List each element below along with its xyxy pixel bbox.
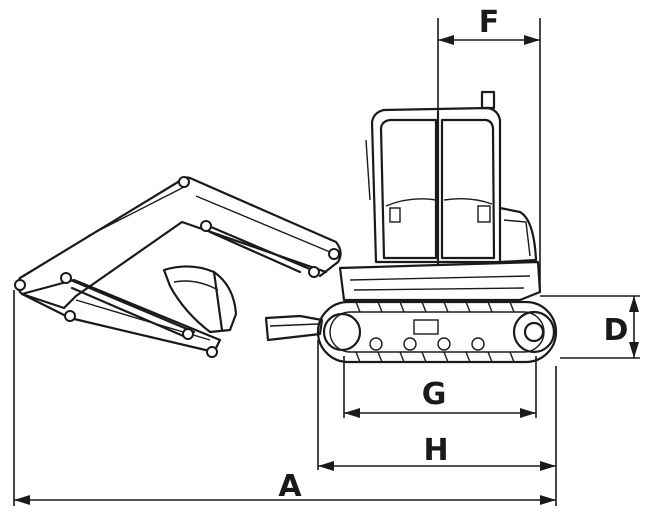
cab: [365, 90, 538, 266]
bucket: [162, 265, 238, 334]
label-H: H: [423, 433, 448, 468]
excavator-drawing: [14, 90, 558, 364]
dimension-D: D: [604, 296, 639, 358]
extension-lines: [13, 18, 640, 506]
dozer-blade: [264, 314, 324, 342]
boom: [14, 176, 342, 358]
dimension-H: H: [318, 433, 556, 471]
dimension-A: A: [14, 469, 556, 505]
upper-structure: [338, 260, 542, 302]
dimension-F: F: [438, 5, 540, 45]
dimension-G: G: [344, 377, 536, 418]
track: [316, 300, 558, 364]
label-F: F: [479, 5, 500, 40]
label-D: D: [604, 313, 629, 348]
label-A: A: [278, 469, 302, 504]
label-G: G: [422, 377, 447, 412]
